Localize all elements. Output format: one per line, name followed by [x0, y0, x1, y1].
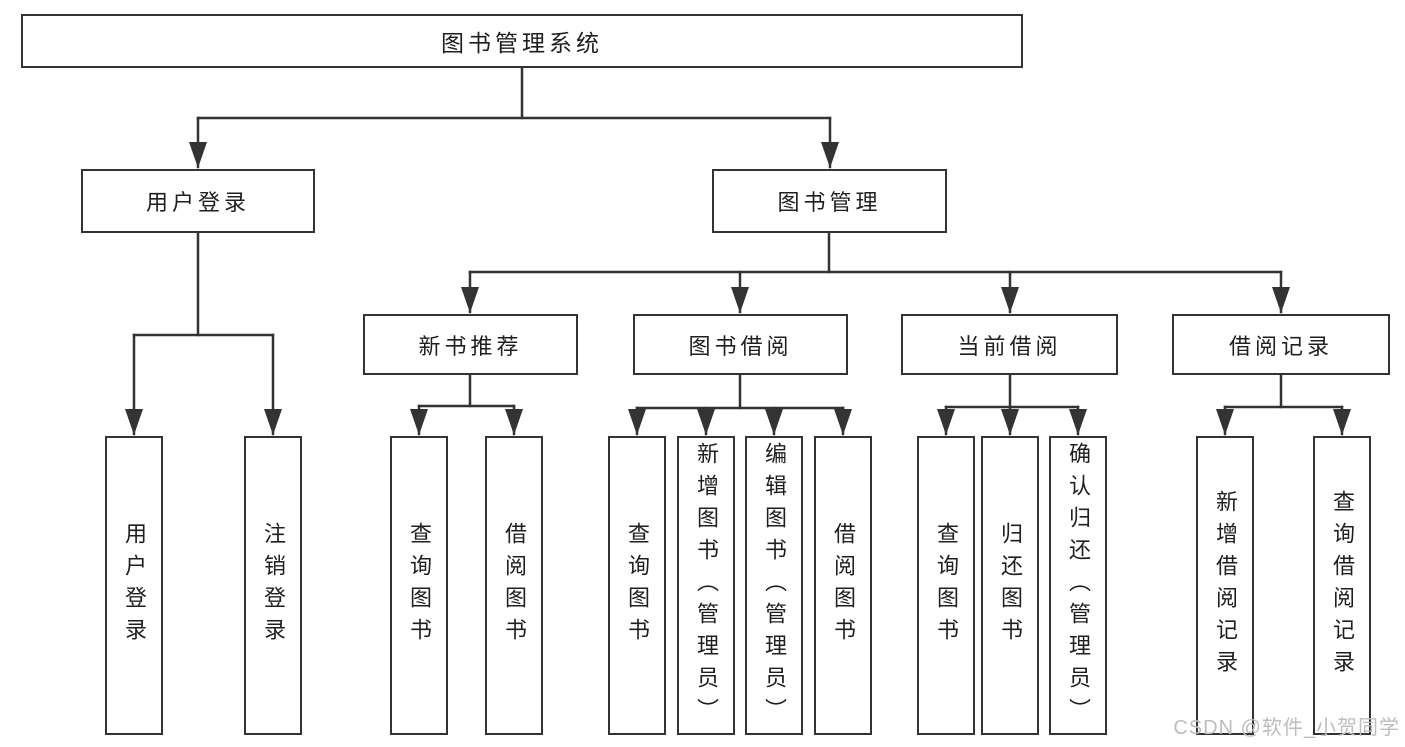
- leaf-query-books-recommend: 查询图书: [390, 436, 448, 735]
- node-new-book-recommendation: 新书推荐: [363, 314, 578, 375]
- leaf-label: 新增借阅记录: [1213, 489, 1238, 682]
- leaf-add-borrow-record: 新增借阅记录: [1196, 436, 1254, 735]
- leaf-borrow-books: 借阅图书: [814, 436, 872, 735]
- leaf-label: 归还图书: [998, 521, 1023, 650]
- node-label: 图书借阅: [688, 333, 793, 359]
- leaf-label: 查询图书: [407, 521, 432, 650]
- leaf-label: 查询图书: [934, 521, 959, 650]
- connector-current-borrow-children: [937, 373, 1087, 436]
- leaf-confirm-return-admin: 确认归还（管理员）: [1049, 436, 1107, 735]
- connector-book-borrow-children: [628, 373, 852, 436]
- connector-book-mgmt-children: [461, 231, 1290, 314]
- leaf-label: 借阅图书: [502, 521, 527, 650]
- node-borrowing-records: 借阅记录: [1172, 314, 1390, 375]
- node-user-login: 用户登录: [81, 169, 315, 233]
- node-label: 借阅记录: [1228, 333, 1333, 359]
- leaf-label: 新增图书（管理员）: [694, 441, 719, 730]
- leaf-query-books-current: 查询图书: [917, 436, 975, 735]
- leaf-label: 确认归还（管理员）: [1066, 441, 1091, 730]
- connector-borrow-records-children: [1216, 373, 1351, 436]
- connector-root-to-level2: [189, 66, 839, 169]
- leaf-add-books-admin: 新增图书（管理员）: [677, 436, 735, 735]
- node-label: 新书推荐: [418, 333, 523, 359]
- leaf-user-login: 用户登录: [105, 436, 163, 735]
- leaf-label: 借阅图书: [831, 521, 856, 650]
- leaf-label: 编辑图书（管理员）: [762, 441, 787, 730]
- leaf-logout: 注销登录: [244, 436, 302, 735]
- node-label: 当前借阅: [957, 333, 1062, 359]
- csdn-watermark: CSDN @软件_小贺同学: [1173, 717, 1400, 739]
- leaf-label: 查询借阅记录: [1330, 489, 1355, 682]
- leaf-edit-books-admin: 编辑图书（管理员）: [745, 436, 803, 735]
- leaf-query-borrow-record: 查询借阅记录: [1313, 436, 1371, 735]
- node-label: 图书管理: [777, 190, 882, 215]
- leaf-label: 查询图书: [625, 521, 650, 650]
- leaf-label: 注销登录: [261, 521, 286, 650]
- leaf-query-books-borrow: 查询图书: [608, 436, 666, 735]
- leaf-return-books: 归还图书: [981, 436, 1039, 735]
- leaf-label: 用户登录: [122, 521, 147, 650]
- leaf-borrow-books-recommend: 借阅图书: [485, 436, 543, 735]
- node-book-management-system: 图书管理系统: [21, 14, 1023, 68]
- node-book-borrowing: 图书借阅: [633, 314, 848, 375]
- connector-new-book-rec-children: [410, 373, 523, 436]
- node-label: 用户登录: [145, 190, 250, 215]
- node-label: 图书管理系统: [441, 30, 603, 56]
- node-current-borrowing: 当前借阅: [901, 314, 1118, 375]
- connector-user-login-children: [125, 231, 282, 436]
- node-book-management: 图书管理: [712, 169, 947, 233]
